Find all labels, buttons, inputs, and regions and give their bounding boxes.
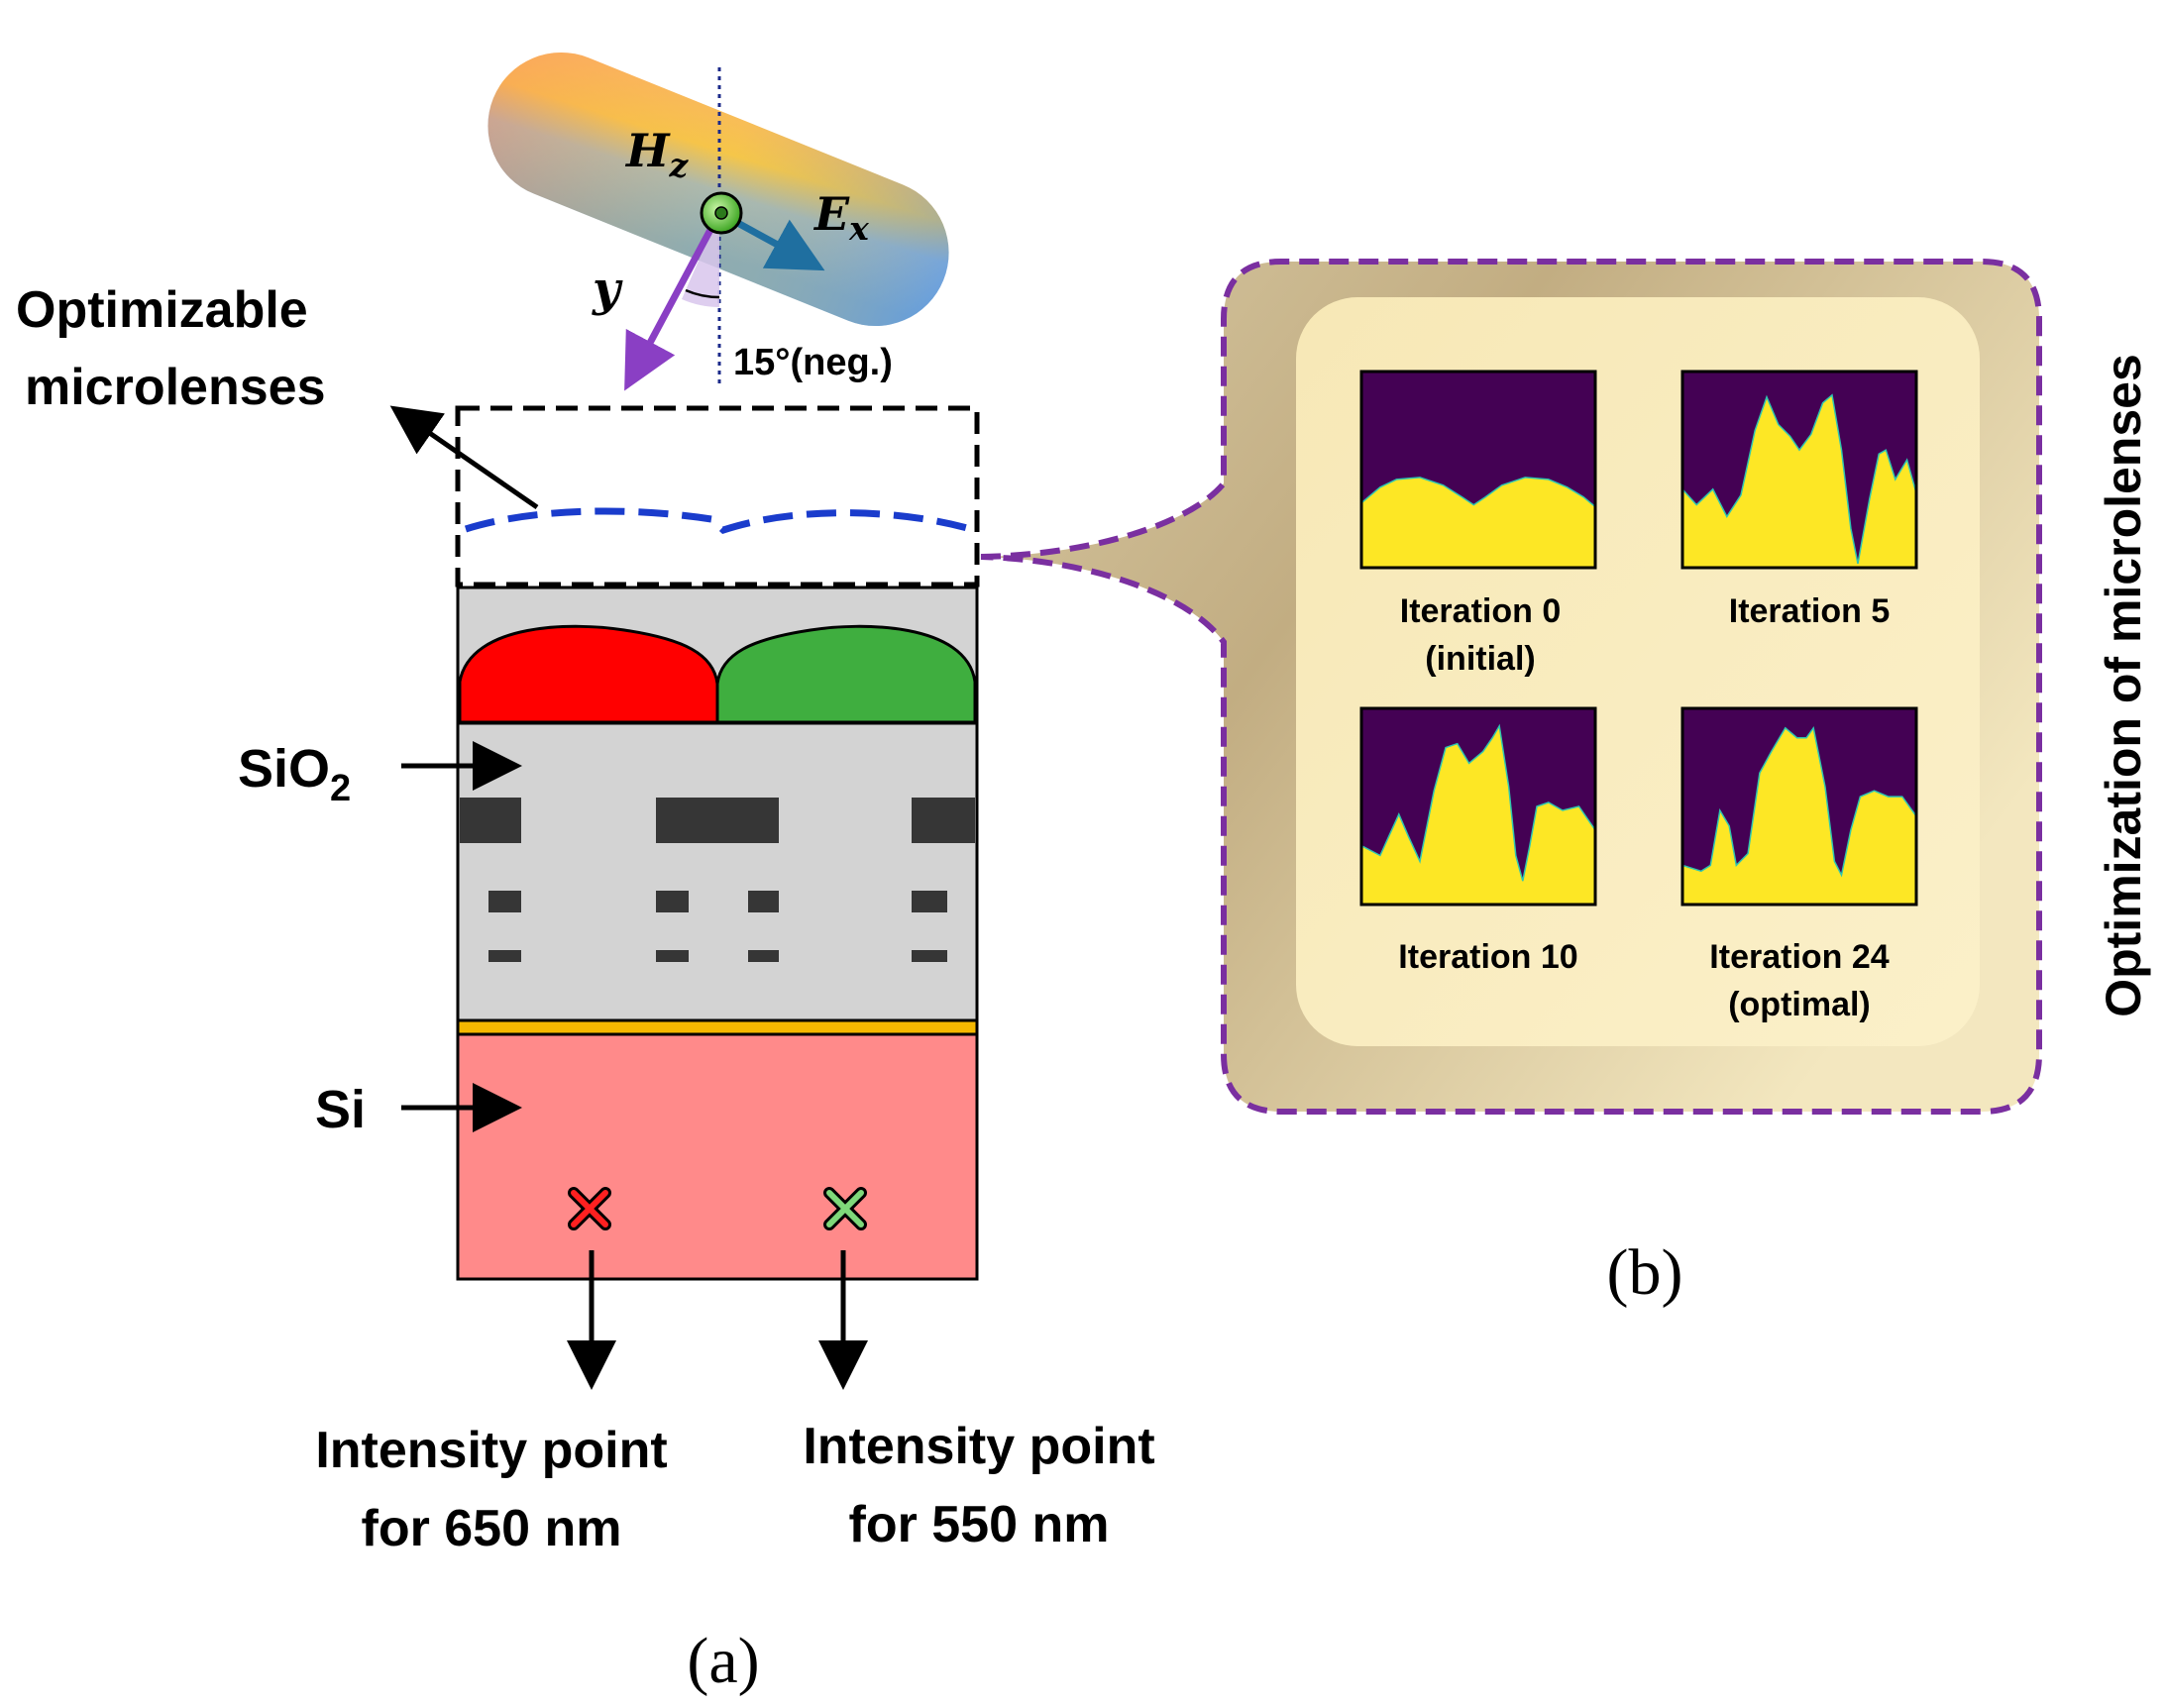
microlens-region: Optimizable microlenses [16,281,980,587]
intensity-labels: Intensity point for 650 nm Intensity poi… [315,1418,1154,1557]
optimizable-label-line1: Optimizable [16,281,308,339]
optimization-callout: Iteration 0 (initial) Iteration 5 Iteration… [980,259,2151,1309]
iteration-plot-0: Iteration 0 (initial) [1359,370,1597,678]
svg-text:Ex: Ex [812,187,869,248]
initial-lens-profile-dashed [464,507,972,534]
sio2-layer [456,721,979,1022]
metal-bar-2 [656,798,779,843]
metal-line-3 [748,950,779,962]
green-color-filter [715,624,977,724]
si-substrate [456,1032,979,1281]
metal-via-2 [656,891,689,912]
e-field-label: E [812,187,850,241]
metal-line-2 [656,950,689,962]
iteration-label: Iteration 0 [1400,592,1561,630]
intensity-650-line2: for 650 nm [362,1500,622,1557]
sio2-subscript: 2 [330,768,351,809]
incident-beam: Hz Ex y 15°(neg.) [487,52,949,391]
beam-capsule-tint [487,52,949,327]
h-field-subscript: z [668,146,689,184]
iteration-plot-frame [1359,370,1597,570]
metal-line-1 [488,950,521,962]
intensity-550-line2: for 550 nm [849,1496,1110,1553]
red-color-filter [458,624,719,724]
svg-text:Hz: Hz [624,124,689,184]
iteration-plot-frame [1680,370,1918,570]
iteration-label: Iteration 10 [1398,938,1577,976]
layer-labels: SiO2 Si [238,739,522,1139]
iteration-label: Iteration 5 [1729,592,1890,630]
iteration-sublabel: (optimal) [1728,986,1871,1023]
optimizable-region-box [455,405,980,587]
y-direction-arrow [624,211,723,391]
panel-a-label: (a) [687,1625,759,1697]
panel-b-label: (b) [1607,1236,1683,1309]
iteration-plot-frame [1680,706,1918,907]
metal-via-1 [488,891,521,912]
h-field-dot-icon [714,206,728,220]
optimizable-pointer-arrow [389,405,539,510]
metal-bar-1 [460,798,521,843]
iteration-lens-profile [1360,477,1596,569]
si-label: Si [315,1080,366,1139]
optimizable-label-line2: microlenses [25,359,326,416]
h-field-label: H [624,124,671,177]
thin-interface-layer [456,1018,979,1036]
iteration-lens-profile [1681,393,1917,569]
intensity-550-line1: Intensity point [803,1418,1154,1475]
metal-via-4 [912,891,947,912]
svg-text:SiO2: SiO2 [238,739,351,809]
metal-via-3 [748,891,779,912]
iteration-lens-profile [1360,723,1596,906]
intensity-650-line1: Intensity point [315,1422,667,1479]
iteration-label: Iteration 24 [1709,938,1889,976]
side-title: Optimization of microlenses [2096,354,2151,1017]
iteration-plot-3: Iteration 24 (optimal) [1680,706,1918,1023]
angle-arc [685,288,720,299]
sio2-label: SiO [238,739,330,799]
iteration-plot-1: Iteration 5 [1680,370,1918,630]
metal-bar-3 [912,798,975,843]
metal-line-4 [912,950,947,962]
iteration-lens-profile [1681,725,1917,906]
e-field-subscript: x [848,209,869,248]
iteration-plot-frame [1359,706,1597,907]
green-intensity-marker-icon [823,1187,867,1230]
angle-label: 15°(neg.) [733,342,893,383]
iteration-plots: Iteration 0 (initial) Iteration 5 Iteration… [1359,370,1918,1023]
y-axis-label: y [592,262,623,317]
iteration-sublabel: (initial) [1425,640,1535,678]
red-intensity-marker-icon [568,1187,611,1230]
pixel-stack [456,586,979,1390]
iteration-plot-2: Iteration 10 [1359,706,1597,976]
